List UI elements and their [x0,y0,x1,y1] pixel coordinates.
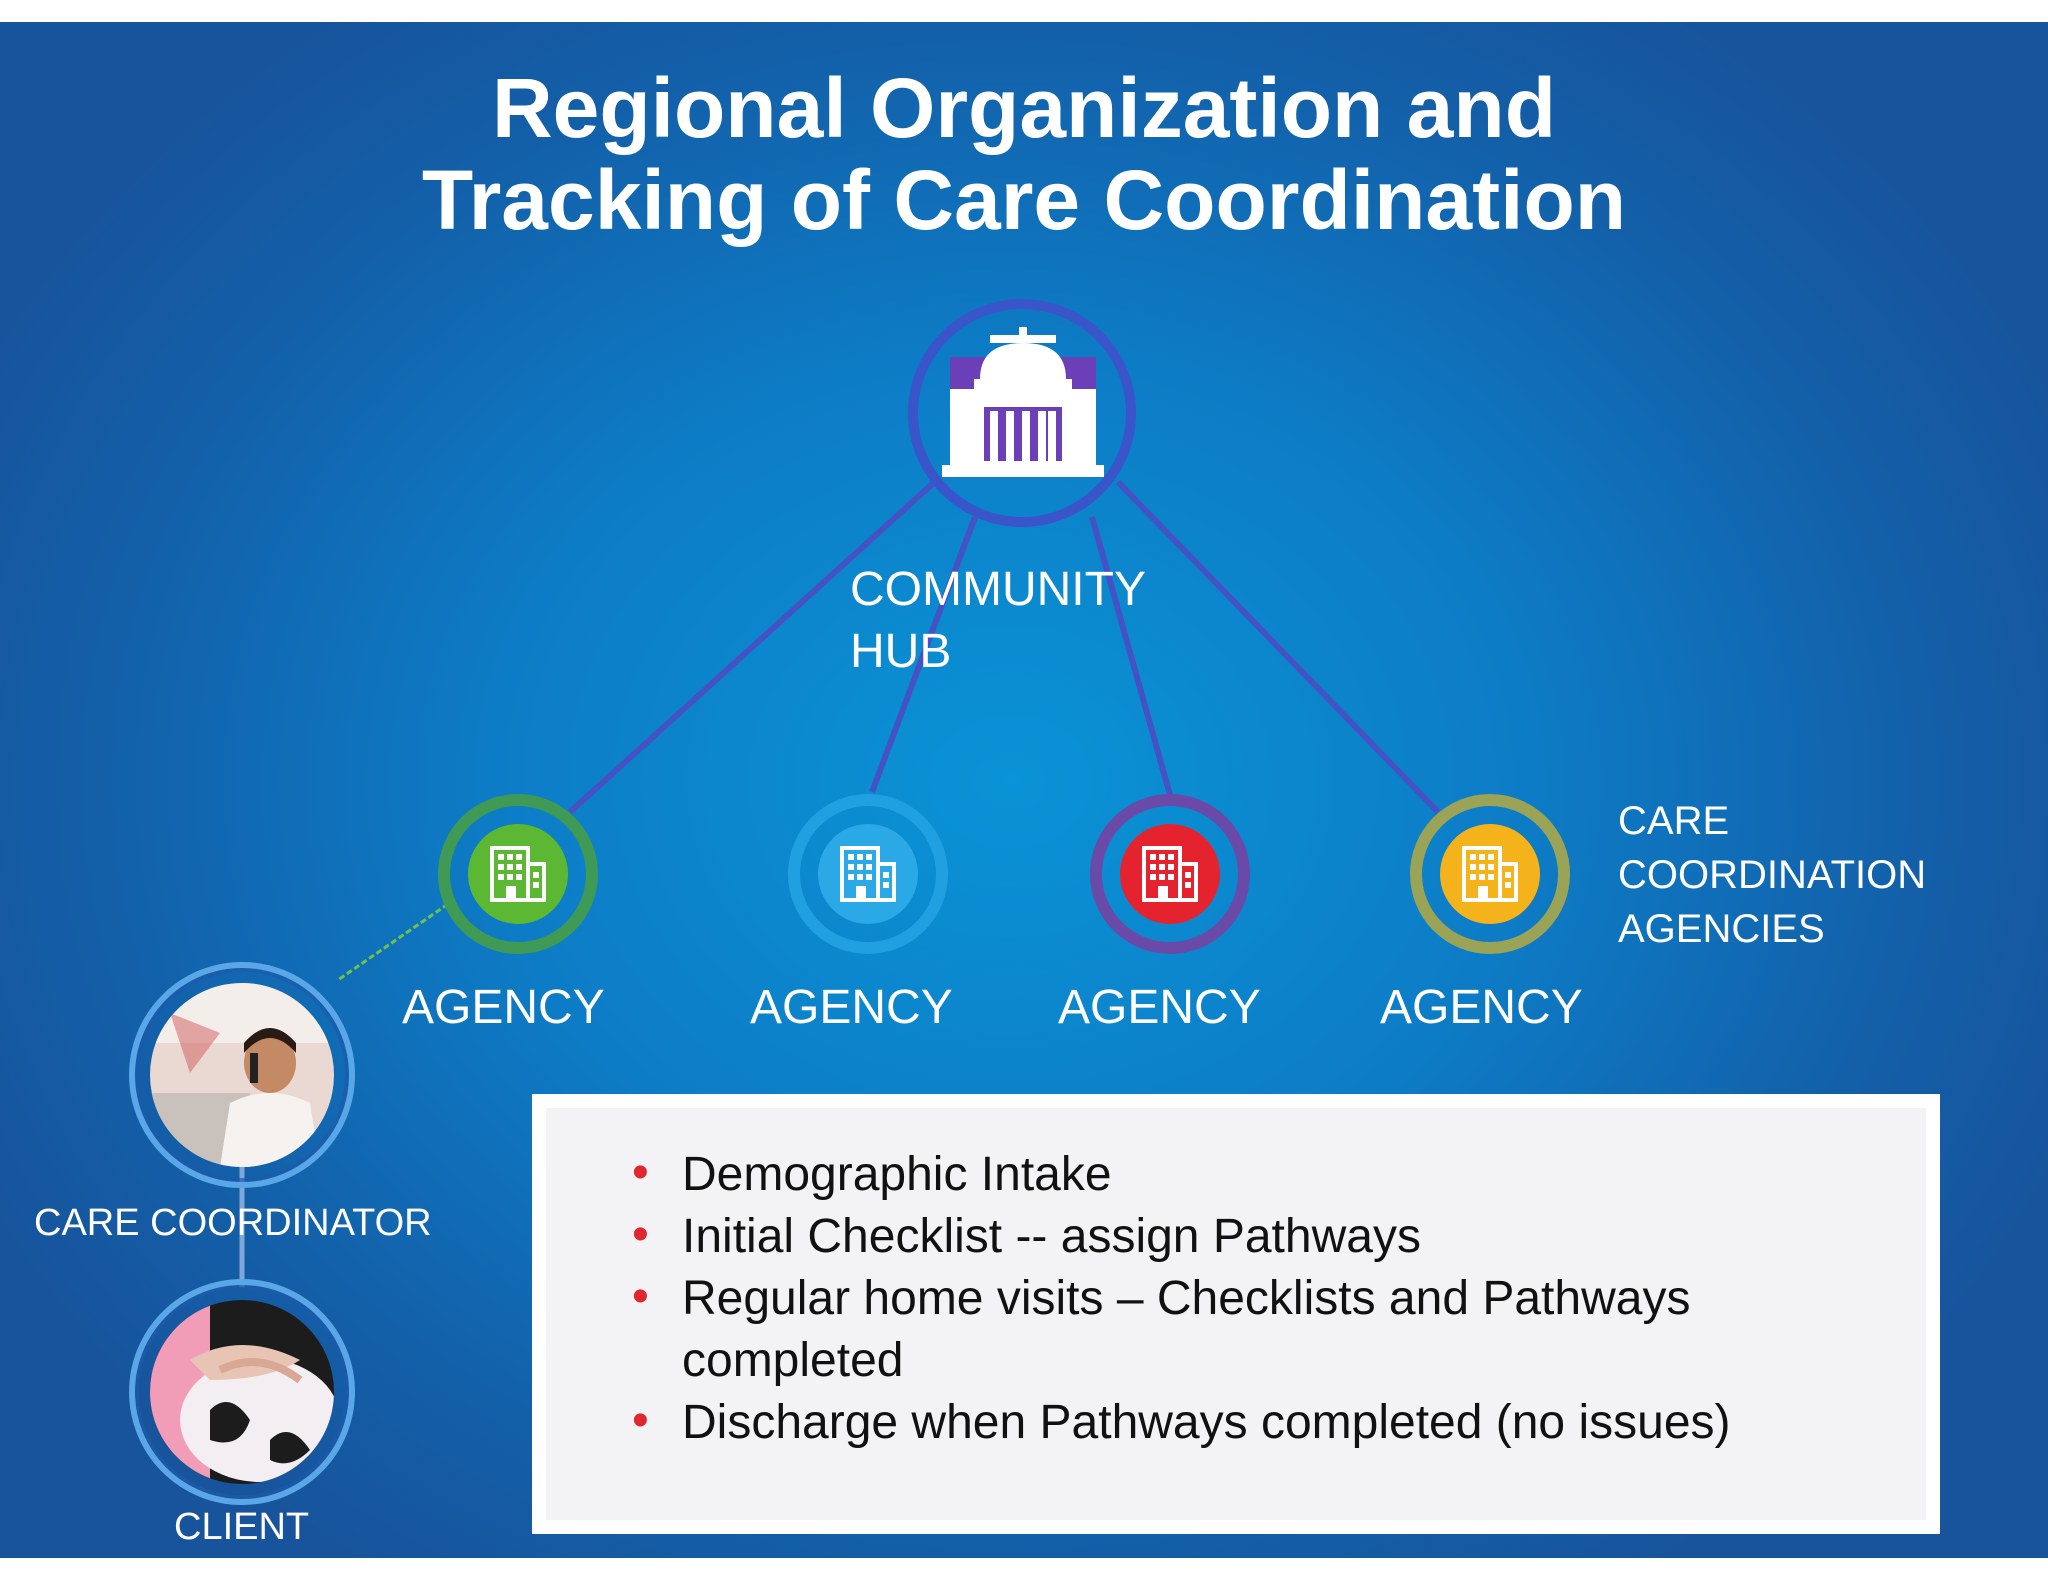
pregnant-client-photo [150,1300,334,1484]
list-item: •Discharge when Pathways completed (no i… [632,1392,1902,1454]
slide-title-line-1: Regional Organization and [491,61,1557,155]
office-building-icon [490,846,546,902]
hub-to-agency-1-line [567,474,943,815]
agencies-label-line-1: CARE [1618,799,1730,843]
agency-2-label: AGENCY [750,981,953,1034]
office-building-icon [840,846,896,902]
capitol-building-icon [942,327,1104,477]
bullet-icon: • [632,1208,649,1261]
list-item: •Demographic Intake [632,1144,1902,1206]
community-hub-label-line-2: HUB [850,625,952,678]
office-building-icon [1142,846,1198,902]
care-coordinator-ring [129,962,355,1188]
bullet-icon: • [632,1270,649,1323]
client-label: CLIENT [174,1506,310,1548]
client-ring [129,1279,355,1505]
hub-to-agency-3-line [1089,516,1175,803]
hub-to-agency-4-line [1115,479,1441,815]
list-item: •Initial Checklist -- assign Pathways [632,1206,1902,1268]
hub-to-agency-2-line [869,515,978,794]
person-on-phone-photo [150,983,334,1167]
list-item: •Regular home visits – Checklists and Pa… [632,1268,1902,1392]
process-steps-box: •Demographic Intake •Initial Checklist -… [532,1094,1940,1534]
slide-title-line-2: Tracking of Care Coordination [421,153,1627,247]
agency-1-label: AGENCY [402,981,605,1034]
office-building-icon [1462,846,1518,902]
agency-4-label: AGENCY [1380,981,1583,1034]
bullet-icon: • [632,1394,649,1447]
agencies-label-line-2: COORDINATION [1618,853,1927,897]
process-steps-list: •Demographic Intake •Initial Checklist -… [632,1144,1902,1454]
bullet-icon: • [632,1146,649,1199]
care-coordinator-label: CARE COORDINATOR [34,1202,432,1244]
agency-to-coordinator-line [337,902,449,982]
agencies-label-line-3: AGENCIES [1618,907,1825,951]
community-hub-node [908,299,1136,527]
slide: Regional Organization and Tracking of Ca… [0,22,2048,1558]
agency-3-label: AGENCY [1058,981,1261,1034]
community-hub-label-line-1: COMMUNITY [850,563,1146,616]
